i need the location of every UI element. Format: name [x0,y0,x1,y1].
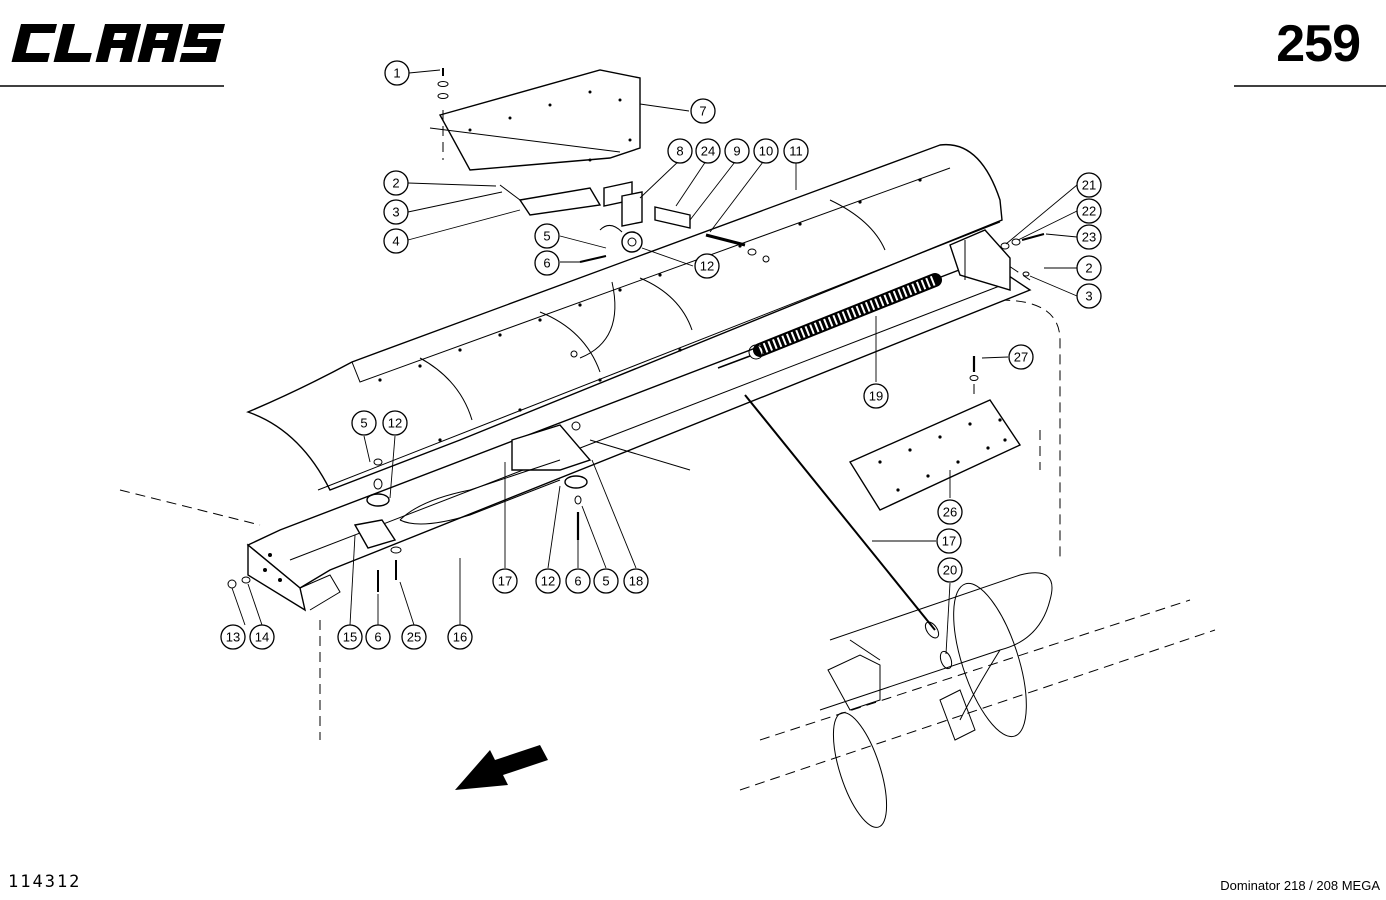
svg-text:20: 20 [943,563,957,578]
direction-of-travel-arrow [455,745,548,790]
callout-20: 20 [937,557,963,583]
svg-text:12: 12 [388,416,402,431]
svg-text:18: 18 [629,574,643,589]
callout-17-lower: 17 [492,568,518,594]
svg-text:3: 3 [1085,289,1092,304]
left-roller-assembly [227,458,402,592]
leader-lines [231,69,1078,655]
callout-5-lower: 5 [593,568,619,594]
callout-2-right: 2 [1076,255,1102,281]
callout-24: 24 [695,138,721,164]
callout-23: 23 [1076,224,1102,250]
callout-21: 21 [1076,172,1102,198]
svg-text:8: 8 [676,144,683,159]
wear-plate [848,356,1022,511]
upper-roller-assembly [570,225,643,359]
callout-6-lower: 6 [565,568,591,594]
callout-14: 14 [249,624,275,650]
main-cover [246,143,1003,491]
callout-12-middle: 12 [382,410,408,436]
svg-text:27: 27 [1014,350,1028,365]
svg-text:21: 21 [1082,178,1096,193]
drawing-number: 114312 [8,872,82,892]
svg-text:24: 24 [701,144,715,159]
bracket-pin-assembly [603,181,770,263]
callout-4: 4 [383,228,409,254]
svg-text:25: 25 [407,630,421,645]
callout-3-right: 3 [1076,283,1102,309]
lower-rail [246,261,1032,612]
svg-text:5: 5 [360,416,367,431]
callout-6-bottom: 6 [365,624,391,650]
svg-text:10: 10 [759,144,773,159]
svg-text:4: 4 [392,234,399,249]
svg-text:11: 11 [789,144,803,159]
svg-text:26: 26 [943,505,957,520]
top-plate [429,68,641,216]
phantom-machine-outline [119,239,1216,791]
callout-10: 10 [753,138,779,164]
svg-text:7: 7 [699,104,706,119]
callout-1: 1 [384,60,410,86]
svg-text:5: 5 [602,574,609,589]
svg-text:12: 12 [541,574,555,589]
svg-text:19: 19 [869,389,883,404]
tension-spring [717,273,942,369]
callout-22: 22 [1076,198,1102,224]
svg-text:16: 16 [453,630,467,645]
svg-text:5: 5 [543,229,550,244]
callout-8: 8 [667,138,693,164]
callout-27: 27 [1008,344,1034,370]
svg-text:15: 15 [343,630,357,645]
svg-text:3: 3 [392,205,399,220]
svg-text:6: 6 [543,256,550,271]
svg-text:13: 13 [226,630,240,645]
callout-2-upper: 2 [383,170,409,196]
svg-text:2: 2 [392,176,399,191]
svg-text:17: 17 [498,574,512,589]
svg-text:2: 2 [1085,261,1092,276]
callout-11: 11 [783,138,809,164]
callout-5-middle: 5 [351,410,377,436]
callout-25: 25 [401,624,427,650]
svg-text:9: 9 [733,144,740,159]
callout-5-upper: 5 [534,223,560,249]
callout-16: 16 [447,624,473,650]
svg-text:6: 6 [374,630,381,645]
callout-18: 18 [623,568,649,594]
callout-12-lower: 12 [535,568,561,594]
callout-7: 7 [690,98,716,124]
callout-12-upper: 12 [694,253,720,279]
svg-text:17: 17 [942,534,956,549]
callout-13: 13 [220,624,246,650]
middle-link-assembly [399,421,691,540]
svg-text:23: 23 [1082,230,1096,245]
callout-17-right: 17 [936,528,962,554]
cable [744,394,953,670]
drive-shaft-assembly [819,572,1053,828]
claas-logo [11,24,226,62]
right-end-bracket [949,229,1045,291]
svg-text:1: 1 [393,66,400,81]
page-number: 259 [1276,15,1361,73]
callout-26: 26 [937,499,963,525]
callout-3-upper: 3 [383,199,409,225]
callout-6-upper: 6 [534,250,560,276]
model-caption: Dominator 218 / 208 MEGA [1220,878,1380,893]
svg-text:12: 12 [700,259,714,274]
svg-text:6: 6 [574,574,581,589]
callout-19: 19 [863,383,889,409]
svg-text:22: 22 [1082,204,1096,219]
callout-9: 9 [724,138,750,164]
callout-15: 15 [337,624,363,650]
svg-text:14: 14 [255,630,269,645]
